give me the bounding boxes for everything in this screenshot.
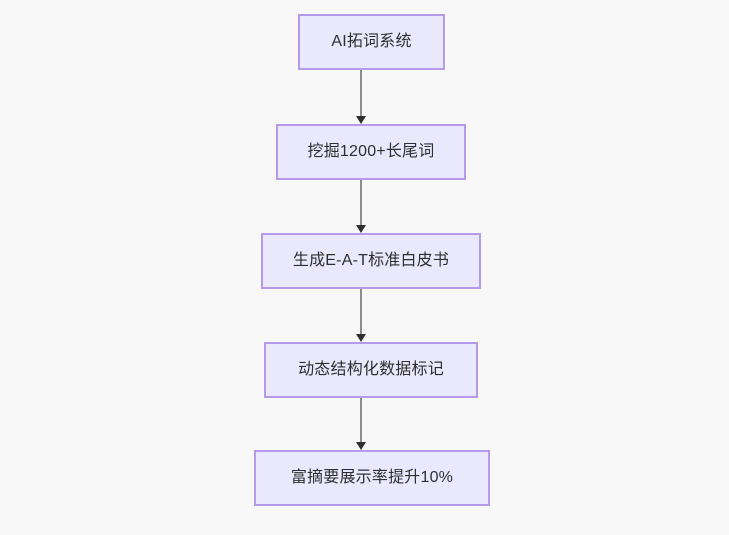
arrowhead-icon <box>356 116 366 124</box>
connector-line <box>360 70 362 117</box>
flow-node-ai-keyword-system[interactable]: AI拓词系统 <box>298 14 445 70</box>
flow-node-label: 动态结构化数据标记 <box>298 361 444 379</box>
flow-node-label: 富摘要展示率提升10% <box>290 469 454 487</box>
flow-node-label: AI拓词系统 <box>331 33 412 51</box>
arrowhead-icon <box>356 442 366 450</box>
flow-node-label: 挖掘1200+长尾词 <box>307 143 435 161</box>
arrowhead-icon <box>356 225 366 233</box>
flow-node-label: 生成E-A-T标准白皮书 <box>292 252 450 270</box>
flow-node-generate-eat-whitepaper[interactable]: 生成E-A-T标准白皮书 <box>261 233 481 289</box>
connector-line <box>360 398 362 443</box>
connector-line <box>360 180 362 226</box>
arrowhead-icon <box>356 334 366 342</box>
connector-line <box>360 289 362 335</box>
flow-node-rich-snippet-impression-lift[interactable]: 富摘要展示率提升10% <box>254 450 490 506</box>
flow-node-dynamic-structured-data-markup[interactable]: 动态结构化数据标记 <box>264 342 478 398</box>
flow-connector-arrow <box>351 398 371 450</box>
flow-connector-arrow <box>351 70 371 124</box>
flow-connector-arrow <box>351 289 371 342</box>
flow-node-mine-longtail-keywords[interactable]: 挖掘1200+长尾词 <box>276 124 466 180</box>
flow-connector-arrow <box>351 180 371 233</box>
